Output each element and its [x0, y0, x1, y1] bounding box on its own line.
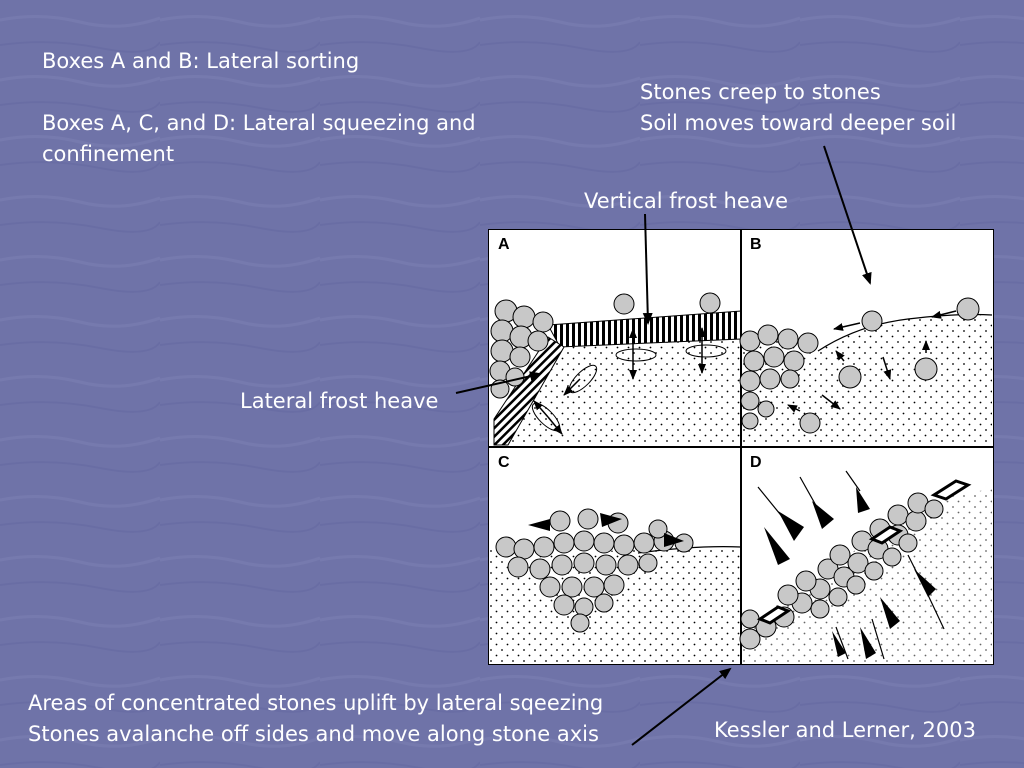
soil-moves-callout: Soil moves toward deeper soil [640, 111, 957, 135]
sorting-diagram-figure: A B [488, 229, 994, 665]
panel-d: D [739, 454, 992, 663]
arrow-vertical-heave [642, 213, 653, 325]
arrow-lateral-heave [455, 371, 542, 394]
lateral-squeezing-text-line2: confinement [42, 142, 175, 166]
vertical-frost-heave-callout: Vertical frost heave [584, 189, 788, 213]
panel-label-d: D [750, 454, 762, 471]
panel-b: B [739, 236, 993, 445]
arrow-soil-to-panel-b [823, 145, 872, 285]
panel-c: C [490, 454, 742, 663]
arrow-stone-axis [631, 667, 732, 746]
stones-creep-callout: Stones creep to stones [640, 80, 881, 104]
lateral-frost-heave-callout: Lateral frost heave [240, 389, 439, 413]
bottom-caption-line2: Stones avalanche off sides and move alon… [28, 722, 599, 746]
panel-a: A [489, 236, 742, 446]
bottom-caption-line1: Areas of concentrated stones uplift by l… [28, 691, 604, 715]
panel-label-b: B [750, 236, 762, 253]
panel-label-a: A [498, 236, 510, 253]
citation: Kessler and Lerner, 2003 [714, 718, 976, 742]
lateral-squeezing-text-line1: Boxes A, C, and D: Lateral squeezing and [42, 111, 476, 135]
lateral-sorting-text: Boxes A and B: Lateral sorting [42, 49, 360, 73]
panel-label-c: C [498, 454, 510, 471]
